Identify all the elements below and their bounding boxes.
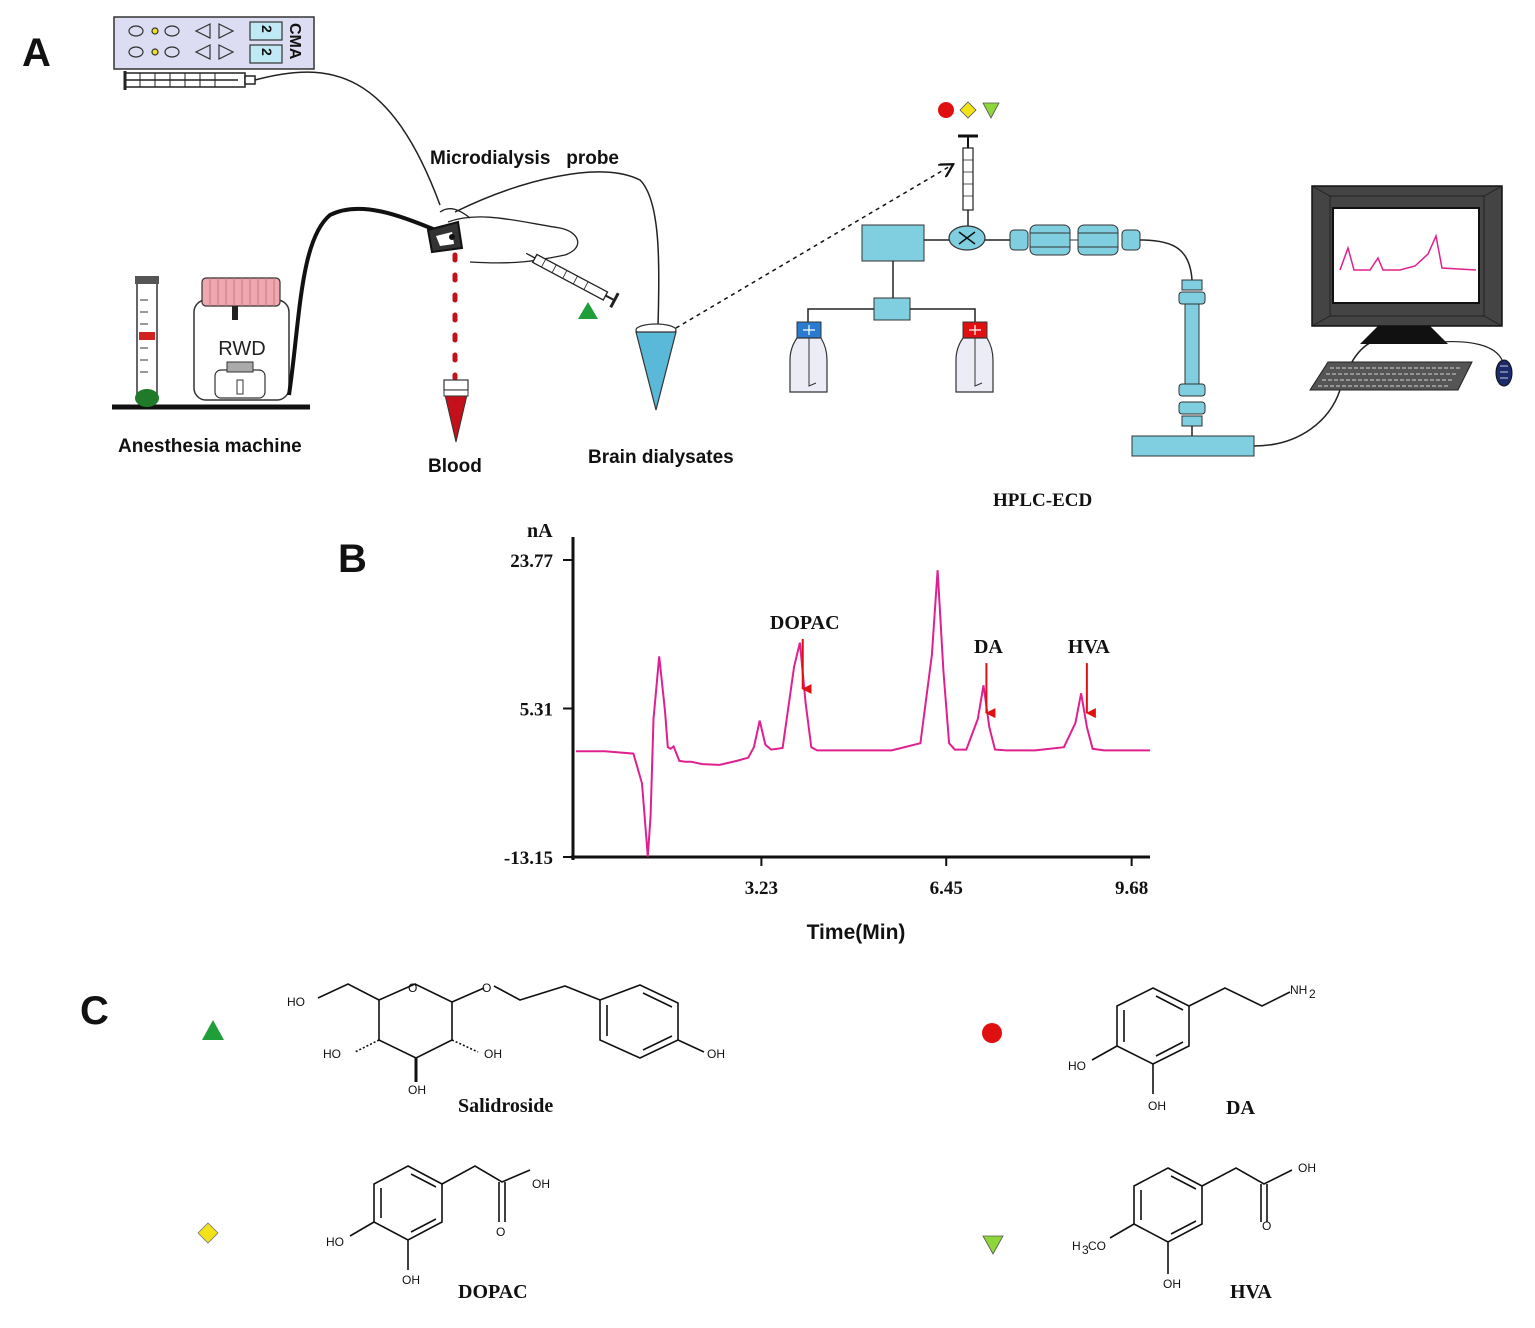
- chromatogram-trace: [576, 570, 1150, 857]
- peak-label: DA: [974, 636, 1003, 658]
- injector-syringe-icon: [958, 134, 978, 226]
- hva-atom-label: OH: [1163, 1277, 1181, 1291]
- hva-atom-label: 3: [1082, 1243, 1089, 1257]
- salidroside-atom-label: O: [482, 981, 491, 995]
- hplc-system: [789, 134, 1381, 457]
- peak-label: HVA: [1068, 636, 1110, 658]
- salidroside-atom-label: HO: [323, 1047, 341, 1061]
- injection-valve-icon: [948, 225, 986, 251]
- dopac-marker-icon: [959, 101, 977, 119]
- peak-label: DOPAC: [770, 612, 840, 634]
- da-atom-label: NH: [1290, 983, 1307, 997]
- dialysate-vial-icon: [635, 323, 677, 411]
- transfer-arrow: [675, 165, 952, 329]
- y-tick-label: 5.31: [520, 700, 553, 721]
- monitor-screen: [1332, 207, 1480, 304]
- dialysate-label: Brain dialysates: [588, 447, 734, 468]
- anesthesia-machine: RWD: [112, 276, 310, 410]
- blood-label: Blood: [428, 456, 482, 477]
- peak-annotations: DOPAC DA HVA: [770, 612, 1110, 719]
- da-marker-icon: [938, 102, 954, 118]
- y-tick-label: 23.77: [510, 551, 553, 572]
- anesthesia-hose: [287, 206, 441, 396]
- salidroside-name: Salidroside: [458, 1095, 553, 1117]
- y-tick-label: -13.15: [504, 848, 553, 869]
- inlet-tubing: [254, 71, 441, 206]
- dopac-atom-label: OH: [532, 1177, 550, 1191]
- hva-atom-label: OH: [1298, 1161, 1316, 1175]
- dopac-atom-label: HO: [326, 1235, 344, 1249]
- hva-marker-icon: [982, 1235, 1004, 1255]
- salidroside-marker-icon: [578, 302, 598, 319]
- da-atom-label: OH: [1148, 1099, 1166, 1113]
- guard-column: [1009, 224, 1141, 256]
- hva-structure: [1109, 1167, 1293, 1274]
- salidroside-atom-label: OH: [484, 1047, 502, 1061]
- solvent-bottle-b: [955, 321, 994, 393]
- hva-marker-icon: [982, 102, 1000, 119]
- da-name: DA: [1226, 1097, 1255, 1119]
- hva-atom-label: H: [1072, 1239, 1081, 1253]
- x-ticks: 3.23 6.45 9.68: [745, 857, 1148, 899]
- salidroside-marker-icon: [202, 1020, 224, 1040]
- dopac-atom-label: O: [496, 1225, 505, 1239]
- da-atom-label: 2: [1309, 987, 1316, 1001]
- ecd-detector: [1131, 435, 1255, 457]
- solvent-bottle-a: [789, 321, 828, 393]
- y-ticks: 23.77 5.31 -13.15: [504, 551, 573, 869]
- mouse-icon: [1495, 359, 1513, 387]
- salidroside-atom-label: O: [408, 981, 417, 995]
- dopac-marker-icon: [197, 1222, 219, 1244]
- hplc-label: HPLC-ECD: [993, 490, 1092, 511]
- dopac-structure: [349, 1165, 531, 1270]
- pump-digit: 2: [259, 48, 275, 56]
- da-marker-icon: [982, 1023, 1002, 1043]
- blood-tube-icon: [443, 379, 469, 443]
- dopac-atom-label: OH: [402, 1273, 420, 1287]
- salidroside-atom-label: OH: [408, 1083, 426, 1097]
- hva-atom-label: O: [1262, 1219, 1271, 1233]
- analytical-column: [1178, 279, 1206, 436]
- salidroside-structure: [317, 983, 705, 1082]
- x-tick-label: 9.68: [1115, 878, 1148, 899]
- probe-label: Microdialysis probe: [430, 148, 619, 169]
- panel-label-a: A: [22, 31, 51, 75]
- panel-label-c: C: [80, 989, 109, 1033]
- salidroside-atom-label: HO: [287, 995, 305, 1009]
- y-axis-label: nA: [527, 520, 553, 542]
- syringe-pump: 2 2 CMA: [113, 16, 315, 90]
- injection-syringe-icon: [525, 252, 620, 319]
- chromatogram-chart: nA Time(Min) 23.77 5.31 -13.15 3.23 6.45 9.6…: [504, 520, 1150, 944]
- animal-head-icon: [426, 208, 579, 264]
- da-atom-label: HO: [1068, 1059, 1086, 1073]
- dopac-name: DOPAC: [458, 1281, 528, 1303]
- pump-module: [861, 224, 925, 262]
- salidroside-atom-label: OH: [707, 1047, 725, 1061]
- x-axis-label: Time(Min): [807, 921, 906, 944]
- x-tick-label: 6.45: [930, 878, 963, 899]
- da-structure: [1091, 987, 1291, 1094]
- vaporizer-label: RWD: [218, 338, 265, 360]
- hva-name: HVA: [1230, 1281, 1272, 1303]
- outlet-tubing: [454, 171, 660, 326]
- panel-label-b: B: [338, 537, 367, 581]
- pump-digit: 2: [259, 25, 275, 33]
- anesthesia-label: Anesthesia machine: [118, 436, 302, 457]
- mixer-module: [873, 297, 911, 321]
- pump-indicator-icons: [128, 23, 235, 60]
- hva-atom-label: CO: [1088, 1239, 1106, 1253]
- computer-icon: [1309, 185, 1513, 391]
- x-tick-label: 3.23: [745, 878, 778, 899]
- pump-brand-label: CMA: [286, 23, 303, 60]
- syringe-icon: [123, 71, 256, 90]
